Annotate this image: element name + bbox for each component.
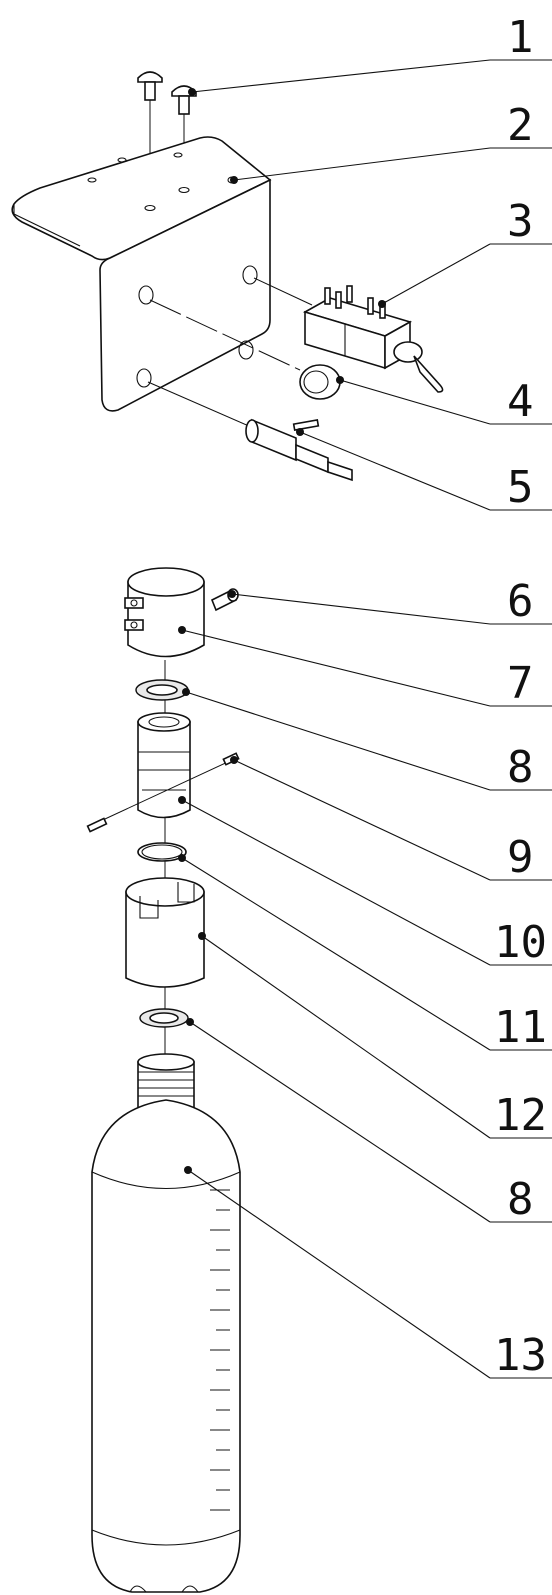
bottle-graduations <box>210 1189 230 1511</box>
head-block-part-7 <box>124 567 205 658</box>
callout-10: 10 <box>494 917 547 968</box>
ring-part-4 <box>299 364 341 400</box>
connector-part-10 <box>86 712 240 833</box>
o-ring-part-11 <box>137 842 187 862</box>
fitting-part-5 <box>245 418 353 482</box>
callout-13: 13 <box>494 1330 547 1381</box>
callout-8-top: 8 <box>507 742 534 793</box>
bracket <box>11 136 313 431</box>
callout-7: 7 <box>507 658 534 709</box>
callouts: 1 2 3 4 5 6 7 8 9 10 11 12 8 13 <box>178 12 552 1381</box>
washer-part-8-top <box>135 679 189 701</box>
washer-part-8-bottom <box>139 1008 189 1028</box>
callout-5: 5 <box>507 462 534 513</box>
callout-1: 1 <box>507 12 534 63</box>
callout-9: 9 <box>507 832 534 883</box>
valve-block <box>302 285 444 393</box>
holder-part-12 <box>125 877 205 988</box>
callout-2: 2 <box>507 100 534 151</box>
callout-4: 4 <box>507 376 534 427</box>
bottle-part-13 <box>91 1053 241 1593</box>
callout-11: 11 <box>494 1002 547 1053</box>
callout-6: 6 <box>507 576 534 627</box>
callout-12: 12 <box>494 1090 547 1141</box>
callout-3: 3 <box>507 196 534 247</box>
callout-8-bottom: 8 <box>507 1174 534 1225</box>
